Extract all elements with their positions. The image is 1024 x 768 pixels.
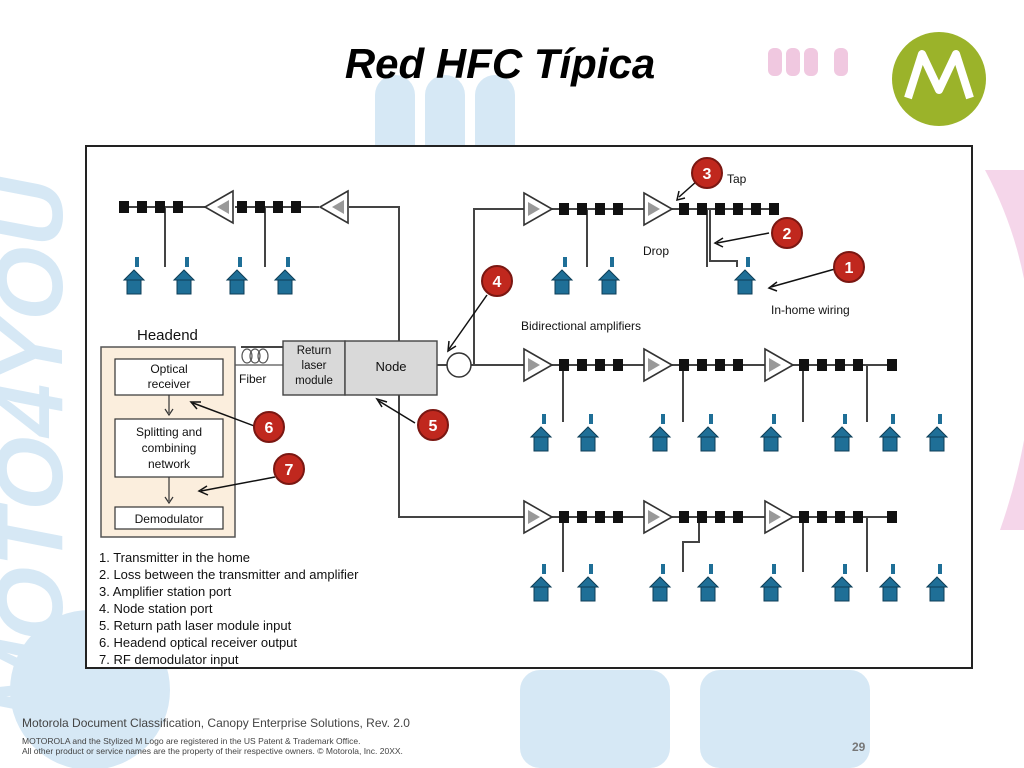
hfc-diagram: Headend Optical receiver Splitting and c… bbox=[85, 145, 973, 669]
callout-6: 6 bbox=[265, 420, 274, 437]
legend-item-1: 1. Transmitter in the home bbox=[99, 550, 250, 565]
tap-label: Tap bbox=[727, 172, 747, 186]
callout-4: 4 bbox=[493, 274, 502, 291]
return-laser-label-3: module bbox=[295, 375, 333, 387]
slide-title: Red HFC Típica bbox=[344, 40, 656, 87]
headend-title: Headend bbox=[137, 327, 198, 344]
callout-7: 7 bbox=[285, 462, 294, 479]
footer-classification: Motorola Document Classification, Canopy… bbox=[22, 716, 410, 730]
fiber-label: Fiber bbox=[239, 372, 266, 386]
optical-receiver-label-1: Optical bbox=[150, 362, 187, 376]
splitting-label-3: network bbox=[148, 457, 191, 471]
legend-item-3: 3. Amplifier station port bbox=[99, 584, 232, 599]
drop-label: Drop bbox=[643, 244, 669, 258]
return-laser-module bbox=[282, 340, 346, 396]
node-label: Node bbox=[375, 359, 406, 374]
return-laser-label-1: Return bbox=[297, 345, 332, 357]
in-home-wiring-label: In-home wiring bbox=[771, 303, 850, 317]
demodulator-label: Demodulator bbox=[135, 512, 204, 526]
footer-trademark: MOTOROLA and the Stylized M Logo are reg… bbox=[22, 736, 361, 746]
callout-2: 2 bbox=[783, 226, 792, 243]
legend-item-5: 5. Return path laser module input bbox=[99, 618, 292, 633]
legend-item-7: 7. RF demodulator input bbox=[99, 652, 239, 667]
legend: 1. Transmitter in the home 2. Loss betwe… bbox=[99, 550, 359, 667]
return-laser-label-2: laser bbox=[302, 360, 327, 372]
legend-item-4: 4. Node station port bbox=[99, 601, 213, 616]
callout-1: 1 bbox=[845, 260, 854, 277]
motorola-logo bbox=[892, 32, 986, 126]
bidirectional-amplifiers-label: Bidirectional amplifiers bbox=[521, 319, 641, 333]
footer-rights: All other product or service names are t… bbox=[22, 746, 403, 756]
splitting-label-1: Splitting and bbox=[136, 425, 202, 439]
legend-item-2: 2. Loss between the transmitter and ampl… bbox=[99, 567, 359, 582]
node-box bbox=[344, 340, 438, 396]
legend-item-6: 6. Headend optical receiver output bbox=[99, 635, 297, 650]
callout-3: 3 bbox=[703, 166, 712, 183]
splitting-label-2: combining bbox=[142, 441, 197, 455]
optical-receiver-label-2: receiver bbox=[148, 377, 191, 391]
page-number: 29 bbox=[852, 740, 866, 754]
callout-5: 5 bbox=[429, 418, 438, 435]
watermark-text: MOTO4YOU bbox=[0, 176, 83, 720]
